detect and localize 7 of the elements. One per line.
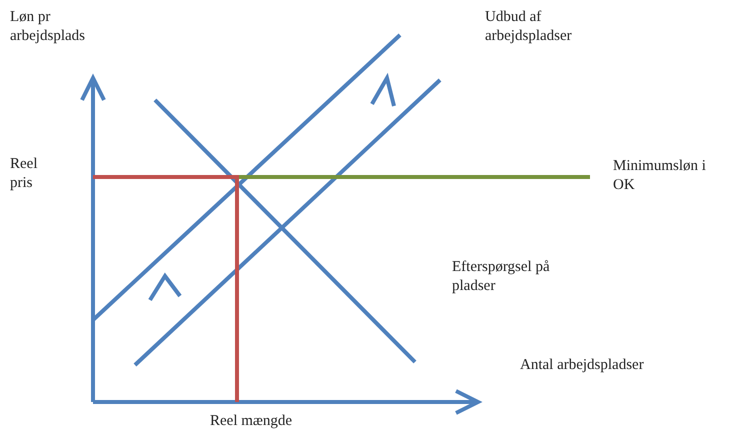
- axis-label: Reel mængde: [210, 412, 292, 431]
- axis-label: Reel pris: [10, 155, 38, 193]
- axis-label: Antal arbejdspladser: [520, 356, 644, 375]
- curve-label: Udbud af arbejdspladser: [485, 8, 573, 46]
- axis-label: Løn pr arbejdsplads: [10, 8, 86, 46]
- curve-label: Efterspørgsel på pladser: [452, 258, 551, 296]
- line-label: Minimumsløn i OK: [613, 157, 707, 195]
